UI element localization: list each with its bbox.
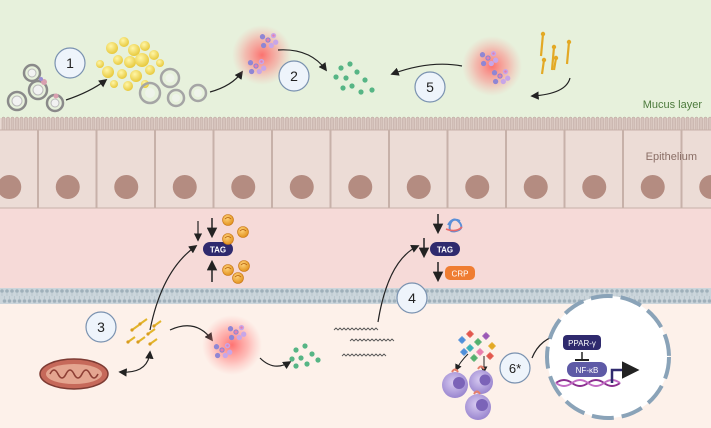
liposome-icon — [6, 90, 28, 112]
orange-lipid-droplet-icon — [222, 214, 250, 284]
dna-strand-b — [555, 379, 621, 387]
step-2-number: 2 — [290, 68, 298, 84]
bacteria-cluster-icon — [491, 68, 511, 85]
tag-label-right: TAG — [437, 246, 453, 255]
ppar-label: PPAR-γ — [568, 339, 596, 348]
transcription-arrow — [610, 361, 640, 383]
ppar-box — [563, 335, 601, 350]
liposome-icon — [27, 79, 49, 101]
bacteria-cluster-icon — [259, 32, 279, 49]
epithelial-cells — [0, 129, 711, 209]
step-3-number: 3 — [97, 319, 105, 335]
step-3-badge: 3 — [85, 311, 117, 343]
nucleus-icon: PPAR-γ NF-κB — [545, 294, 671, 420]
arrow-6a — [455, 353, 469, 372]
tag-block-left: TAG — [193, 214, 250, 284]
mucus-layer-label: Mucus layer — [643, 99, 703, 111]
step-2-badge: 2 — [278, 60, 310, 92]
metabolite-dots-icon — [289, 343, 321, 369]
step-4-badge: 4 — [396, 282, 428, 314]
step-5-number: 5 — [426, 79, 434, 95]
liposome-icon — [166, 88, 186, 108]
step-1-number: 1 — [66, 55, 74, 71]
epithelium-label: Epithelium — [646, 151, 697, 163]
peptide-chain-icon — [445, 218, 463, 233]
metabolite-dots-icon — [333, 61, 375, 95]
yellow-granule-icon — [96, 37, 164, 91]
nfkb-box — [567, 362, 607, 377]
arrow-5b — [530, 77, 571, 100]
bacteria-cluster-icon — [458, 330, 496, 362]
membrane-band — [0, 288, 711, 304]
tag-block-right: TAG CRP — [418, 214, 475, 283]
bacteria-glow-right — [462, 36, 522, 96]
arrow-1 — [65, 78, 108, 101]
tag-label-left: TAG — [210, 246, 226, 255]
fatty-acid-icon — [126, 318, 162, 346]
step-4-number: 4 — [408, 290, 416, 306]
fiber-icon — [539, 31, 572, 75]
arrow-3-mito — [118, 350, 154, 377]
arrow-3b — [259, 357, 292, 370]
bacteria-glow-top — [232, 25, 292, 85]
lamina-zone — [0, 206, 711, 291]
liposome-icon — [22, 63, 42, 83]
liposome-group — [6, 63, 65, 113]
immune-cell-icon — [442, 368, 468, 398]
step-5-badge: 5 — [414, 71, 446, 103]
tag-box-right — [430, 242, 460, 256]
bacteria-cluster-icon — [247, 58, 267, 75]
peptide-chain-icon — [333, 327, 395, 357]
arrow-3-up — [149, 245, 198, 331]
bacteria-glow-lower — [202, 315, 262, 375]
liposome-icon — [138, 81, 162, 105]
crp-label: CRP — [452, 270, 469, 279]
step-6-badge: 6* — [499, 352, 531, 384]
step-1-badge: 1 — [54, 47, 86, 79]
immune-cell-icon — [469, 365, 493, 394]
arrow-5 — [390, 63, 463, 76]
arrow-2 — [277, 49, 327, 72]
liposome-icon — [159, 67, 181, 89]
empty-liposomes — [138, 67, 208, 108]
bacteria-cluster-icon — [39, 77, 59, 99]
tag-box-left — [203, 242, 233, 256]
nfkb-label: NF-κB — [576, 366, 599, 375]
crp-box — [445, 266, 475, 280]
bacteria-cluster-icon — [227, 324, 247, 341]
bacteria-cluster-icon — [213, 342, 233, 359]
mucus-zone — [0, 0, 711, 122]
immune-cell-icon — [465, 390, 491, 420]
bacteria-cluster-icon — [479, 50, 499, 67]
liposome-icon — [188, 83, 208, 103]
step-6-number: 6* — [509, 361, 521, 376]
mitochondrion-icon — [39, 358, 109, 390]
arrow-4 — [377, 245, 420, 323]
